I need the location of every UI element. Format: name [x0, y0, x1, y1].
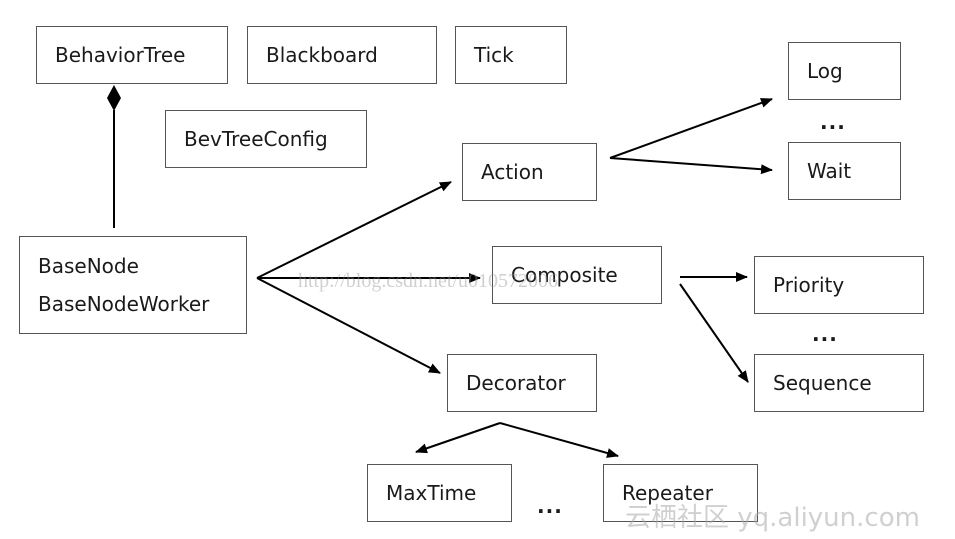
arrow-action-wait [609, 157, 773, 175]
tick-node: Tick [455, 26, 567, 84]
arrow-composite-sequence [679, 283, 749, 383]
basenode-node: BaseNode BaseNodeWorker [19, 236, 247, 334]
repeater-node: Repeater [603, 464, 758, 522]
composite-children-ellipsis: ... [812, 322, 838, 346]
priority-node: Priority [754, 256, 924, 314]
bevtreeconfig-node: BevTreeConfig [165, 110, 367, 168]
arrow-basenode-action [256, 181, 452, 279]
decorator-node: Decorator [447, 354, 597, 412]
arrow-action-log [609, 98, 773, 159]
action-node: Action [462, 143, 597, 201]
action-children-ellipsis: ... [820, 110, 846, 134]
wait-node: Wait [788, 142, 901, 200]
log-node: Log [788, 42, 901, 100]
basenodeworker-label: BaseNodeWorker [38, 292, 210, 316]
basenode-label: BaseNode [38, 254, 139, 278]
sequence-node: Sequence [754, 354, 924, 412]
behaviortree-node: BehaviorTree [36, 26, 228, 84]
blackboard-node: Blackboard [247, 26, 437, 84]
decorator-children-ellipsis: ... [537, 494, 563, 518]
arrow-decorator-repeater [499, 422, 619, 458]
site-watermark: 云栖社区 yq.aliyun.com [625, 503, 920, 533]
arrow-basenode-decorator [256, 277, 441, 374]
maxtime-node: MaxTime [367, 464, 512, 522]
composition-diamond [107, 85, 121, 111]
blog-watermark: http://blog.csdn.net/u010572006 [298, 270, 558, 292]
arrow-decorator-maxtime [415, 422, 501, 454]
composite-node: Composite [492, 246, 662, 304]
